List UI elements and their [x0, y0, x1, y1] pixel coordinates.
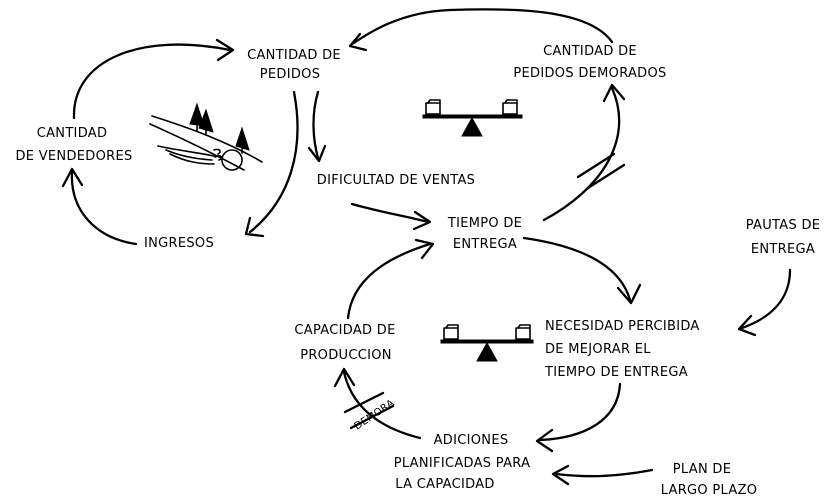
node-label-line: PEDIDOS — [260, 67, 321, 82]
arrow-plan-to-adiciones — [551, 464, 654, 486]
node-plan-largo-plazo: PLAN DE LARGO PLAZO — [661, 462, 758, 498]
delay-marks-top — [576, 152, 626, 190]
arrow-adiciones-to-capacidad — [333, 367, 422, 440]
node-label-line: LA CAPACIDAD — [395, 477, 494, 492]
node-label-line: ENTREGA — [751, 242, 815, 257]
seesaw-balance-icon — [440, 324, 534, 362]
arrow-dificultad-to-tiempo — [350, 202, 432, 231]
node-label-line: CANTIDAD — [37, 126, 108, 141]
arrow-demorados-to-pedidos — [348, 8, 614, 52]
node-label-line: TIEMPO DE ENTREGA — [544, 365, 688, 380]
node-label-line: DE VENDEDORES — [15, 149, 132, 164]
node-necesidad-percibida: NECESIDAD PERCIBIDA DE MEJORAR EL TIEMPO… — [544, 319, 700, 380]
arrow-pedidos-to-dificultad — [307, 90, 327, 163]
node-label-line: PLAN DE — [673, 462, 731, 477]
node-dificultad-ventas: DIFICULTAD DE VENTAS — [317, 173, 475, 188]
node-cantidad-pedidos-demorados: CANTIDAD DE PEDIDOS DEMORADOS — [513, 44, 666, 81]
node-pautas-entrega: PAUTAS DE ENTREGA — [746, 218, 821, 257]
node-label-line: PRODUCCION — [300, 348, 392, 363]
arrow-pautas-to-necesidad — [737, 268, 792, 337]
node-label-line: INGRESOS — [144, 236, 214, 251]
node-label-line: ENTREGA — [453, 237, 517, 252]
node-capacidad-produccion: CAPACIDAD DE PRODUCCION — [294, 323, 395, 363]
arrow-pedidos-to-ingresos — [244, 90, 299, 238]
node-label-line: CANTIDAD DE — [247, 48, 341, 63]
node-label-line: CAPACIDAD DE — [294, 323, 395, 338]
node-ingresos: INGRESOS — [144, 236, 214, 251]
node-label-line: ADICIONES — [434, 433, 509, 448]
node-tiempo-entrega: TIEMPO DE ENTREGA — [447, 216, 522, 252]
arrow-vendedores-to-pedidos — [72, 38, 235, 120]
node-label-line: PEDIDOS DEMORADOS — [513, 66, 666, 81]
node-cantidad-pedidos: CANTIDAD DE PEDIDOS — [247, 48, 341, 82]
node-label-line: TIEMPO DE — [447, 216, 522, 231]
node-label-line: NECESIDAD PERCIBIDA — [545, 319, 700, 334]
arrow-capacidad-to-tiempo — [346, 238, 435, 320]
arrow-tiempo-to-demorados — [542, 83, 626, 222]
node-label-line: PAUTAS DE — [746, 218, 821, 233]
snowball-rolling-downhill-icon — [149, 102, 263, 171]
node-cantidad-vendedores: CANTIDAD DE VENDEDORES — [15, 126, 132, 164]
node-label-line: DIFICULTAD DE VENTAS — [317, 173, 475, 188]
node-label-line: PLANIFICADAS PARA — [394, 456, 531, 471]
arrow-tiempo-to-necesidad — [522, 236, 642, 305]
arrow-ingresos-to-vendedores — [61, 167, 138, 246]
seesaw-balance-icon — [422, 99, 523, 137]
node-label-line: LARGO PLAZO — [661, 483, 758, 498]
arrow-necesidad-to-adiciones — [535, 382, 622, 453]
node-label-line: DE MEJORAR EL — [545, 342, 651, 357]
node-label-line: CANTIDAD DE — [543, 44, 637, 59]
node-adiciones-planificadas: ADICIONES PLANIFICADAS PARA LA CAPACIDAD — [394, 433, 531, 492]
